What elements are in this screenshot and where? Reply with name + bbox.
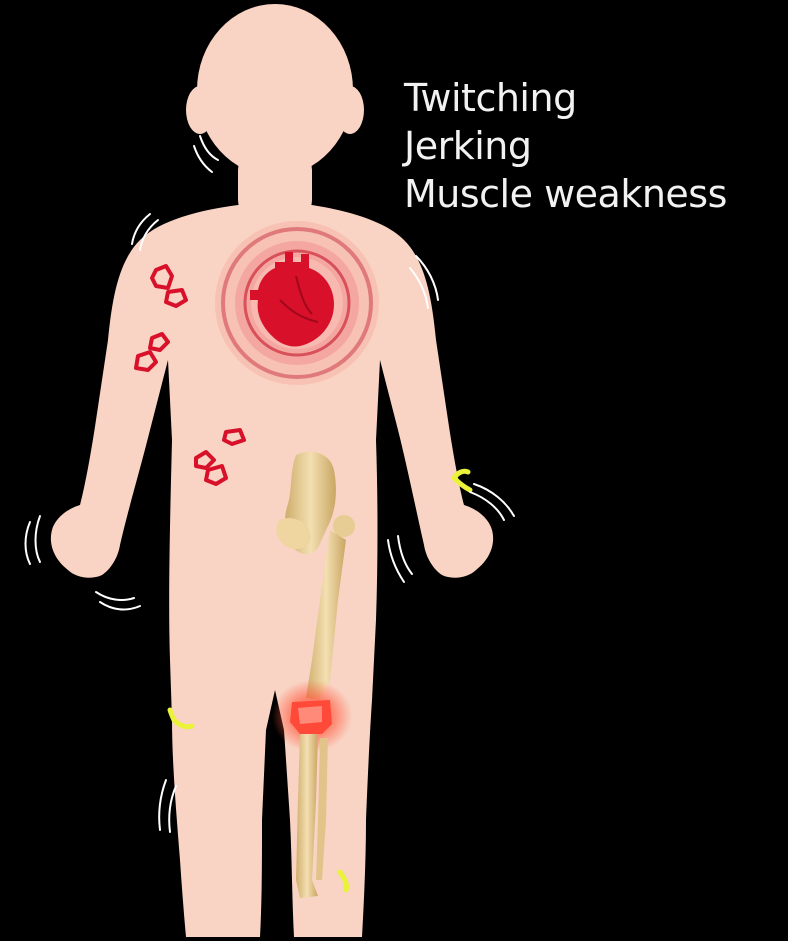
symptom-twitching: Twitching xyxy=(404,74,727,122)
symptom-list: Twitching Jerking Muscle weakness xyxy=(404,74,727,218)
heart-icon xyxy=(215,221,379,385)
symptom-jerking: Jerking xyxy=(404,122,727,170)
symptom-muscle-weakness: Muscle weakness xyxy=(404,170,727,218)
